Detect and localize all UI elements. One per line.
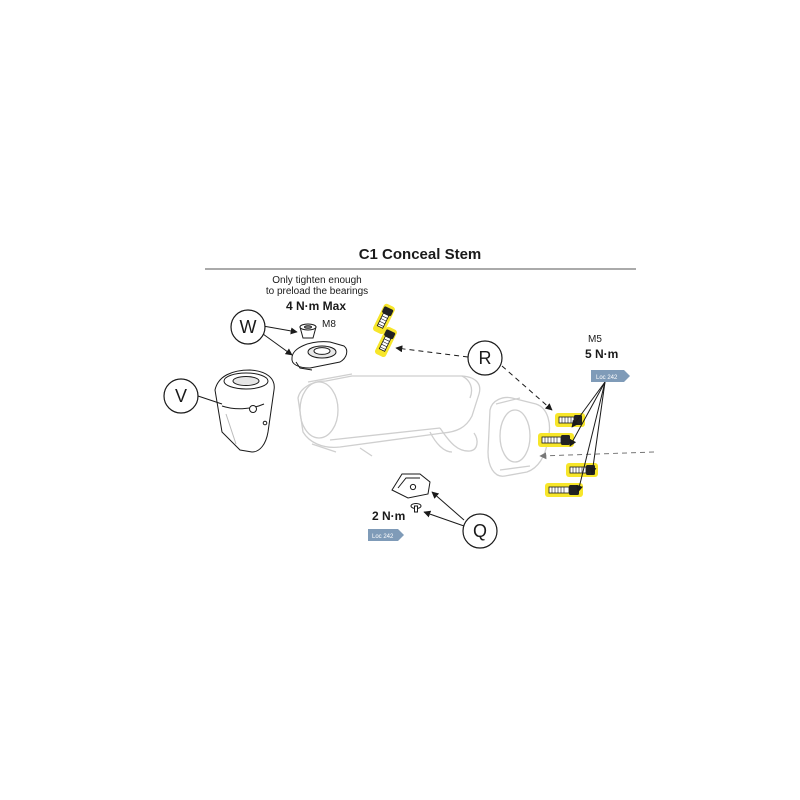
- arrow-w-cap: [262, 333, 293, 356]
- top-cap-w: [291, 341, 348, 371]
- callout-circle-w: [230, 309, 266, 345]
- arrow-q-screw: [423, 510, 465, 527]
- torque-w-max: 4 N·m Max: [285, 299, 347, 313]
- loctite-tag-r: Loc 242: [591, 370, 630, 382]
- callout-circle-q: [462, 513, 498, 549]
- torque-q: 2 N·m: [372, 509, 406, 523]
- preload-bolt-m8: [299, 323, 317, 339]
- faceplate: [487, 396, 551, 477]
- callout-label-q: Q: [472, 521, 487, 541]
- leader-v: [197, 395, 223, 405]
- callout-circle-r: [467, 340, 503, 376]
- stem-body: [297, 373, 481, 457]
- loctite-tag-r-text: Loc 242: [596, 375, 618, 381]
- torque-r: 5 N·m: [585, 347, 619, 361]
- stem-bolts-upper: [372, 303, 397, 358]
- cable-clip-q: [391, 473, 431, 499]
- callout-label-v: V: [174, 386, 187, 406]
- arrow-assembly-direction: [539, 451, 655, 460]
- preload-note-line-1: Only tighten enough: [272, 275, 362, 286]
- spacer-cover-v: [214, 369, 275, 453]
- thread-m5: M5: [588, 334, 602, 345]
- loctite-tag-q: Loc 242: [368, 529, 404, 541]
- page-title: C1 Conceal Stem: [358, 246, 482, 263]
- loctite-tag-q-text: Loc 242: [372, 534, 394, 540]
- clip-screw: [410, 503, 422, 513]
- faceplate-bolts: [538, 413, 598, 497]
- arrow-w-bolt: [262, 325, 298, 335]
- arrow-r-to-stem-bolts: [395, 345, 469, 358]
- callout-label-w: W: [239, 317, 257, 337]
- callout-circle-v: [163, 378, 199, 414]
- arrow-q-clip: [431, 491, 465, 521]
- arrow-r-to-faceplate-bolts: [501, 365, 553, 411]
- loctite-leaders: [569, 381, 606, 493]
- preload-note-line-2: to preload the bearings: [265, 286, 369, 297]
- callout-label-r: R: [478, 348, 492, 368]
- thread-m8: M8: [322, 319, 336, 330]
